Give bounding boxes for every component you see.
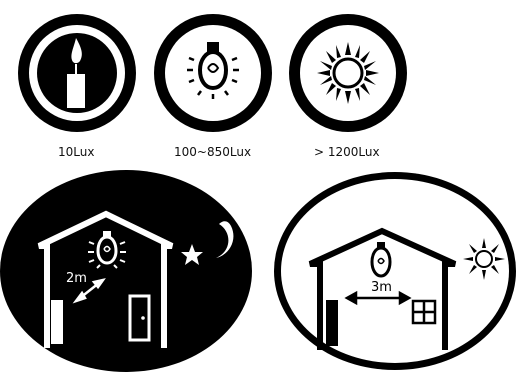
sun-lux-label: > 1200Lux	[314, 145, 380, 159]
day-scene	[274, 172, 516, 370]
bulb-icon	[154, 14, 272, 132]
bulb-lux-label: 100~850Lux	[174, 145, 251, 159]
candle-lux-label: 10Lux	[58, 145, 94, 159]
night-scene	[0, 170, 252, 372]
sun-icon	[289, 14, 407, 132]
candle-icon	[18, 14, 136, 132]
night-distance-label: 2m	[66, 271, 87, 286]
day-distance-label: 3m	[371, 280, 392, 295]
